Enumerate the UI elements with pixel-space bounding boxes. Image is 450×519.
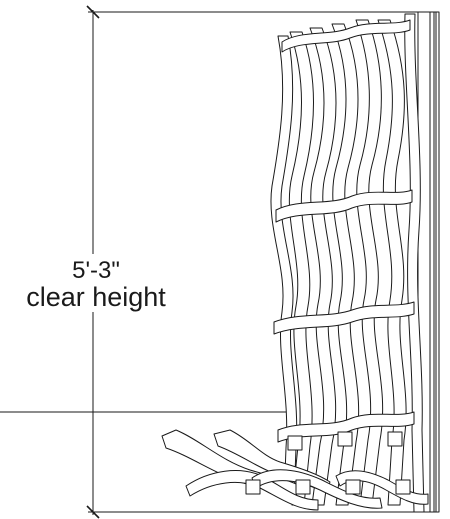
scroll-block: [287, 435, 303, 451]
wavy-ribbon: [309, 27, 337, 506]
wavy-ribbon: [404, 13, 425, 513]
wavy-ribbon: [331, 23, 360, 506]
scroll-block: [395, 479, 411, 495]
weave-band: [277, 411, 415, 443]
base-scroll: [335, 470, 429, 505]
scroll-block: [295, 479, 311, 495]
label-background: [12, 254, 180, 312]
weave-band: [281, 19, 411, 53]
weave-band: [273, 301, 415, 335]
wavy-ribbons: [270, 13, 425, 513]
base-scroll: [185, 470, 319, 511]
scroll-block: [245, 479, 261, 495]
base-scroll: [251, 469, 383, 509]
scroll-block: [387, 431, 403, 447]
dimension-value: 5'-3": [72, 257, 120, 284]
woven-wave-sculpture: [161, 11, 440, 513]
top-tick: [86, 5, 100, 19]
wavy-ribbon: [377, 19, 407, 506]
weave-bands: [273, 19, 415, 443]
bottom-tick: [86, 505, 100, 519]
weave-band: [275, 189, 413, 223]
base-scrolls: [161, 429, 429, 511]
scroll-block: [345, 479, 361, 495]
wavy-ribbon: [355, 19, 384, 506]
scroll-block: [337, 431, 353, 447]
dimension-label: clear height: [26, 282, 166, 312]
